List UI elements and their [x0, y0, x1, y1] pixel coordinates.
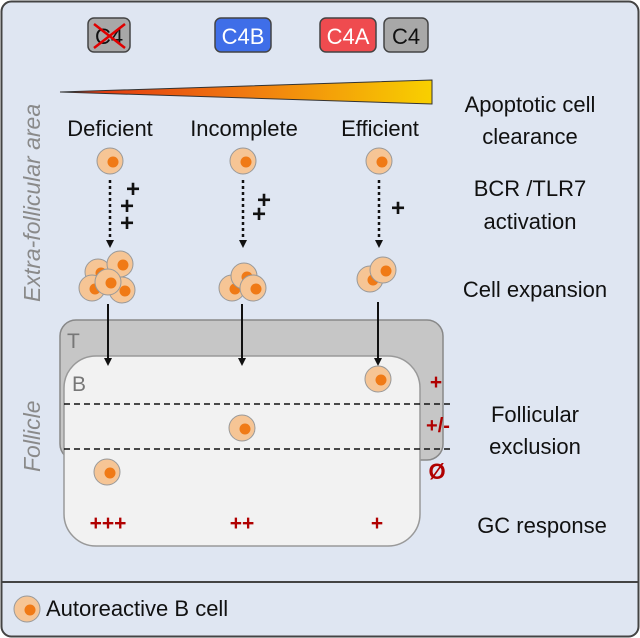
c4b-label: C4B: [222, 24, 265, 49]
c4a-label: C4A: [327, 24, 370, 49]
c4-label: C4: [392, 24, 420, 49]
exclusion-mark-top: +: [430, 371, 442, 394]
bcell-efficient-top: [365, 147, 393, 175]
gc-response-efficient: +: [371, 512, 383, 535]
gc-response-deficient: +++: [90, 512, 127, 535]
activation-plus-2: +: [120, 193, 134, 220]
bcr-label-line2: activation: [484, 209, 577, 234]
exclusion-label-line2: exclusion: [489, 434, 581, 459]
gc-response-incomplete: ++: [230, 512, 255, 535]
c4-deleted-box: C4: [87, 17, 131, 53]
t-zone-label: T: [67, 330, 80, 353]
exclusion-mark-bottom: Ø: [428, 459, 445, 484]
bcell-efficient-follicle: [364, 365, 392, 393]
exclusion-label-line1: Follicular: [491, 402, 579, 427]
activation-plus-1: +: [257, 187, 271, 214]
extrafollicular-label: Extra-follicular area: [19, 104, 45, 302]
follicle-label: Follicle: [19, 400, 45, 472]
activation-signs-efficient: +: [391, 195, 405, 222]
legend-label: Autoreactive B cell: [46, 596, 228, 621]
gc-response-label: GC response: [477, 513, 607, 538]
column-deficient: Deficient: [67, 116, 153, 141]
bcell-deficient-follicle: [93, 458, 121, 486]
activation-plus-3: +: [120, 210, 134, 237]
deletion-cross-icon: [93, 23, 126, 49]
exclusion-mark-middle: +/-: [426, 415, 450, 437]
c4-box: C4: [383, 17, 429, 53]
bcr-label-line1: BCR /TLR7: [474, 176, 586, 201]
apoptotic-label-line1: Apoptotic cell: [465, 92, 596, 117]
bcell-incomplete-top: [229, 147, 257, 175]
bcell-deficient-top: [96, 147, 124, 175]
activation-plus-1: +: [391, 195, 405, 222]
legend-bcell-icon: [13, 595, 41, 623]
column-incomplete: Incomplete: [190, 116, 298, 141]
activation-plus-1: +: [126, 176, 140, 203]
activation-signs-deficient: + + +: [120, 176, 140, 237]
bcell-incomplete-follicle: [228, 414, 256, 442]
activation-plus-2: +: [252, 201, 266, 228]
b-zone-label: B: [72, 373, 86, 396]
expansion-label: Cell expansion: [463, 277, 607, 302]
column-efficient: Efficient: [341, 116, 419, 141]
clearance-gradient-wedge: [59, 79, 433, 105]
c4a-box: C4A: [319, 17, 377, 53]
apoptotic-label-line2: clearance: [482, 124, 577, 149]
c4b-box: C4B: [214, 17, 272, 53]
activation-signs-incomplete: + +: [252, 187, 271, 228]
